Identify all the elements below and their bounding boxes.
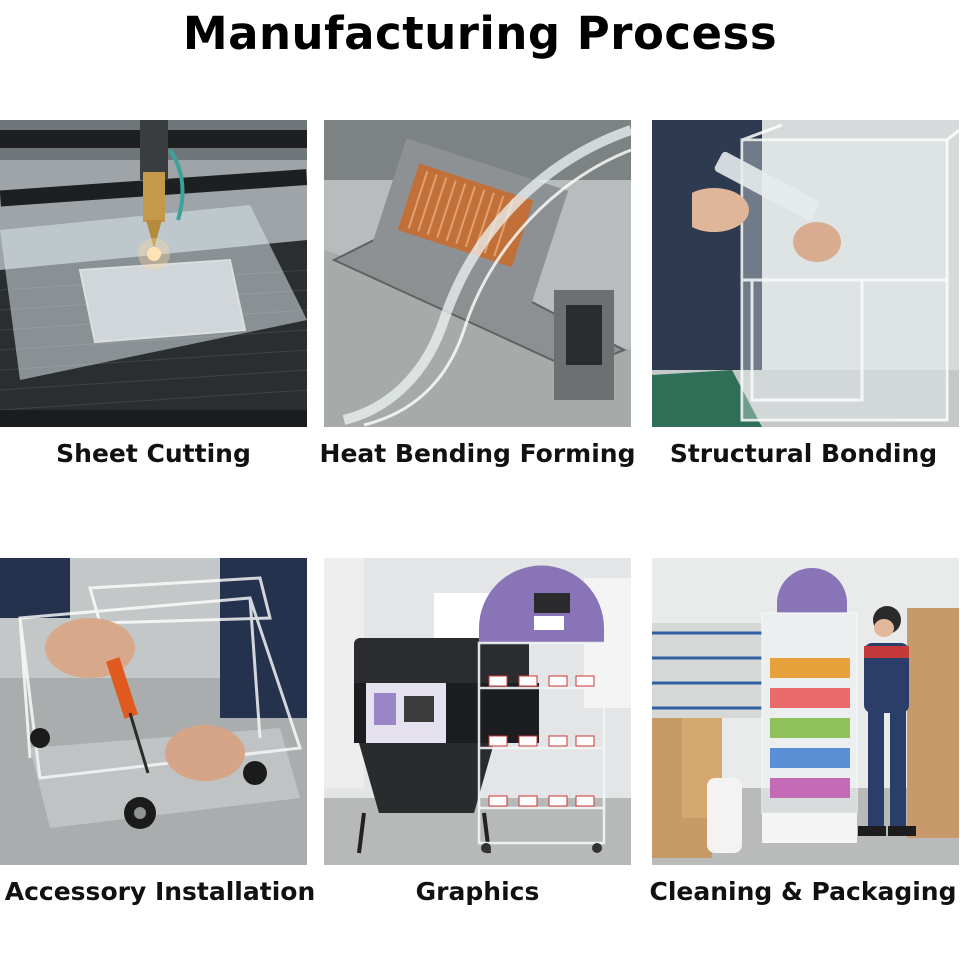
step-label: Heat Bending Forming xyxy=(319,439,636,468)
wide-format-printer-photo xyxy=(324,558,631,865)
screwdriver-caster-photo xyxy=(0,558,307,865)
laser-cutter-photo xyxy=(0,120,307,427)
step-label: Structural Bonding xyxy=(669,439,938,468)
bonding-syringe-photo xyxy=(652,120,959,427)
heat-bender-photo xyxy=(324,120,631,427)
step-label: Sheet Cutting xyxy=(56,439,251,468)
step-label: Graphics xyxy=(415,877,540,906)
step-label: Cleaning & Packaging xyxy=(649,877,957,906)
step-label: Accessory Installation xyxy=(4,877,316,906)
page-title: Manufacturing Process xyxy=(182,7,778,60)
packed-display-stand-photo xyxy=(652,558,959,865)
